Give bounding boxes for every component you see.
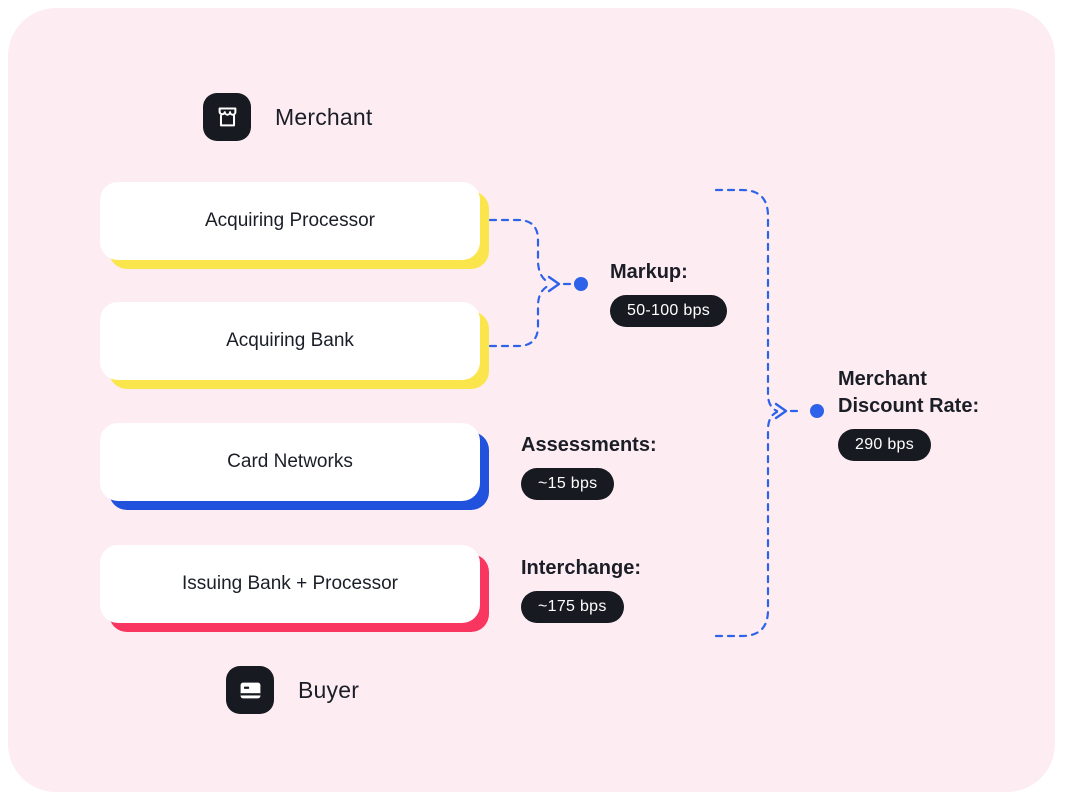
card-label: Acquiring Bank [226, 330, 354, 351]
card-issuing-bank-processor: Issuing Bank + Processor [100, 545, 480, 623]
diagram-panel [8, 8, 1055, 792]
storefront-icon [203, 93, 251, 141]
merchant-label: Merchant [275, 103, 373, 130]
fee-merchant-discount-rate: Merchant Discount Rate: 290 bps [838, 366, 979, 461]
mdr-value-pill: 290 bps [838, 429, 932, 461]
interchange-value-pill: ~175 bps [521, 591, 624, 623]
fee-assessments: Assessments: ~15 bps [521, 432, 657, 500]
card-label: Card Networks [227, 451, 353, 472]
card-label: Issuing Bank + Processor [182, 573, 398, 594]
credit-card-icon [226, 666, 274, 714]
buyer-label: Buyer [298, 676, 360, 703]
card-card-networks: Card Networks [100, 423, 480, 501]
card-label: Acquiring Processor [204, 210, 376, 231]
markup-value-pill: 50-100 bps [610, 295, 728, 327]
merchant-entity: Merchant [203, 93, 372, 141]
markup-title: Markup: [610, 261, 688, 283]
fee-interchange: Interchange: ~175 bps [521, 555, 641, 623]
mdr-title: Merchant Discount Rate: [838, 368, 980, 417]
card-acquiring-processor: Acquiring Processor [100, 182, 480, 260]
assessments-value-pill: ~15 bps [521, 468, 615, 500]
assessments-title: Assessments: [521, 434, 657, 456]
interchange-title: Interchange: [521, 557, 642, 579]
card-acquiring-bank: Acquiring Bank [100, 302, 480, 380]
fee-markup: Markup: 50-100 bps [610, 259, 728, 327]
buyer-entity: Buyer [226, 666, 359, 714]
